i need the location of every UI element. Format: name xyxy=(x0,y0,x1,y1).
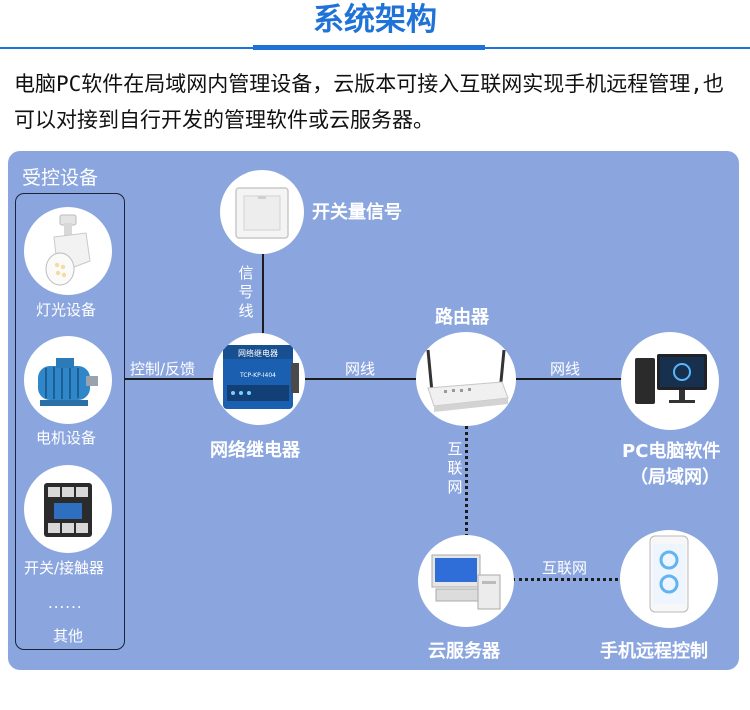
pc-software-label: PC电脑软件 xyxy=(622,441,721,462)
mobile-phone-image xyxy=(620,530,718,628)
intro-text: 电脑PC软件在局域网内管理设备，云版本可接入互联网实现手机远程管理,也可以对接到… xyxy=(14,72,724,132)
internet-vertical-label: 互 联 网 xyxy=(447,440,463,496)
relay-router-line xyxy=(303,378,423,380)
motor-device-image xyxy=(24,336,112,424)
device-label-motor: 电机设备 xyxy=(36,429,97,447)
pc-computer-image xyxy=(621,332,719,430)
title-underline-accent xyxy=(253,45,485,50)
signal-line-label: 信 号 线 xyxy=(238,264,254,320)
device-label-other: 其他 xyxy=(53,627,84,645)
device-label-lighting: 灯光设备 xyxy=(36,301,97,319)
relay-model-text: TCP-KP-I404 xyxy=(239,372,276,379)
wall-switch-image xyxy=(220,170,304,254)
cloud-server-image xyxy=(418,535,514,627)
device-label-ellipsis: ...... xyxy=(48,594,83,612)
spotlight-device-image xyxy=(24,207,112,295)
device-label-contactor: 开关/接触器 xyxy=(24,559,105,577)
relay-panel-text: 网络继电器 xyxy=(238,348,278,358)
mobile-remote-label: 手机远程控制 xyxy=(600,641,708,662)
router-pc-line xyxy=(512,378,624,380)
signal-line xyxy=(262,245,264,333)
controlled-devices-label: 受控设备 xyxy=(22,167,99,189)
network-cable-label-1: 网线 xyxy=(345,360,376,378)
cloud-server-label: 云服务器 xyxy=(428,641,500,662)
control-feedback-label: 控制/反馈 xyxy=(130,360,196,378)
internet-vertical-line xyxy=(465,425,468,545)
pc-lan-label: （局域网） xyxy=(630,467,720,488)
switch-signal-label: 开关量信号 xyxy=(312,202,402,223)
architecture-diagram-panel xyxy=(8,151,739,670)
network-relay-image: 网络继电器 TCP-KP-I404 xyxy=(213,333,305,425)
router-image xyxy=(416,332,516,426)
controlled-devices-group xyxy=(15,193,125,650)
router-label: 路由器 xyxy=(435,307,489,328)
internet-horizontal-label: 互联网 xyxy=(542,559,588,577)
control-feedback-line xyxy=(125,378,221,380)
internet-horizontal-line xyxy=(512,578,624,581)
contactor-device-image xyxy=(24,465,112,553)
network-relay-label: 网络继电器 xyxy=(210,440,300,461)
page-title: 系统架构 xyxy=(313,2,437,38)
network-cable-label-2: 网线 xyxy=(550,360,581,378)
